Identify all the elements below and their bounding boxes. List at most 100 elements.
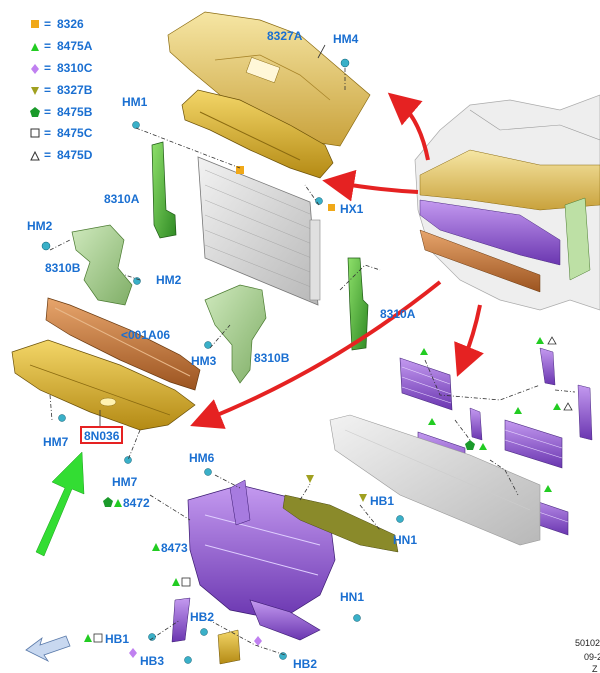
legend-row-8475b: = 8475B xyxy=(30,105,93,119)
clip-icon xyxy=(41,241,51,251)
legend-row-8310c: = 8310C xyxy=(31,61,93,75)
marker-8475c-icon xyxy=(93,633,103,643)
marker-8326-icon xyxy=(328,204,335,211)
legend-code: 8475D xyxy=(57,148,93,162)
shutter-mid-right xyxy=(504,419,563,469)
green-arrow-icon xyxy=(35,451,85,557)
lower-shield-8n036 xyxy=(11,339,196,431)
right-side-seal-8310a xyxy=(347,257,369,351)
label-hm4: HM4 xyxy=(333,32,359,46)
label-hb2-lower: HB2 xyxy=(293,657,317,671)
label-hx1: HX1 xyxy=(340,202,364,216)
label-hm7-left: HM7 xyxy=(43,435,69,449)
label-hm2-mid: HM2 xyxy=(156,273,182,287)
reference-line-3: Z xyxy=(592,664,598,673)
red-callout-arrows xyxy=(190,92,484,429)
arrow-to-shutters xyxy=(454,304,484,377)
label-8327a: 8327A xyxy=(267,29,303,43)
label-8n036: 8N036 xyxy=(84,429,120,443)
legend-row-8327b: = 8327B xyxy=(31,83,93,97)
green-pointer-arrow xyxy=(35,451,85,557)
clip-icon xyxy=(200,628,208,636)
label-hm7-mid: HM7 xyxy=(112,475,138,489)
shutter-upper-left xyxy=(399,357,453,411)
shutter-bracket-right xyxy=(577,384,593,441)
legend: = 8326 = 8475A = 8310C = 8327B = 8475B =… xyxy=(30,17,93,162)
label-8473: 8473 xyxy=(161,541,188,555)
illustration-reference: 50102 09-2 Z xyxy=(575,638,600,673)
highlight-box xyxy=(80,426,123,444)
shutter-bracket-upper xyxy=(539,347,556,386)
marker-8310c-icon xyxy=(129,648,137,658)
legend-pentagon-icon xyxy=(30,107,40,117)
small-gold-bracket xyxy=(217,629,241,665)
marker-8475a-icon xyxy=(114,499,122,507)
marker-8475b-icon xyxy=(103,497,113,507)
legend-row-8475a: = 8475A xyxy=(31,39,93,53)
legend-separator: = xyxy=(44,61,51,75)
legend-separator: = xyxy=(44,39,51,53)
label-hm2-left: HM2 xyxy=(27,219,53,233)
legend-triangle-open-icon xyxy=(30,150,40,161)
legend-square-filled-icon xyxy=(31,20,39,28)
legend-code: 8475B xyxy=(57,105,93,119)
marker-8326-icon xyxy=(236,166,244,174)
label-hb1-left: HB1 xyxy=(105,632,129,646)
label-8472: 8472 xyxy=(123,496,150,510)
legend-separator: = xyxy=(44,148,51,162)
label-hb3: HB3 xyxy=(140,654,164,668)
clip-icon xyxy=(133,277,141,285)
shutter-actuator xyxy=(469,407,483,441)
legend-triangle-down-icon xyxy=(31,87,39,95)
marker-8327b-icon xyxy=(359,494,367,502)
label-hb2-upper: HB2 xyxy=(190,610,214,624)
energy-absorber-001a06 xyxy=(45,297,201,391)
reference-line-1: 50102 xyxy=(575,638,600,648)
clip-icon xyxy=(132,121,140,129)
left-side-seal-8310a xyxy=(151,141,177,239)
clip-icon xyxy=(204,468,212,476)
front-direction-arrow-icon xyxy=(25,635,71,663)
radiator-core xyxy=(197,156,321,306)
label-8310b-left: 8310B xyxy=(45,261,81,275)
label-8310a-right: 8310A xyxy=(380,307,416,321)
marker-8475a-icon xyxy=(152,543,160,551)
legend-separator: = xyxy=(44,126,51,140)
legend-code: 8326 xyxy=(57,17,84,31)
label-001a06: <001A06 xyxy=(121,328,170,342)
vehicle-front-end-overview xyxy=(414,94,600,311)
marker-8475a-icon xyxy=(84,634,92,642)
clip-icon xyxy=(148,633,156,641)
legend-separator: = xyxy=(44,105,51,119)
legend-row-8475d: = 8475D xyxy=(30,148,93,162)
legend-separator: = xyxy=(44,83,51,97)
legend-square-open-icon xyxy=(30,128,40,138)
fasteners xyxy=(41,58,404,664)
clip-icon xyxy=(58,414,66,422)
reference-line-2: 09-2 xyxy=(584,652,600,662)
front-direction-indicator xyxy=(25,635,71,663)
legend-code: 8475A xyxy=(57,39,93,53)
arrow-to-radiator xyxy=(322,169,419,202)
legend-code: 8310C xyxy=(57,61,93,75)
label-hm6: HM6 xyxy=(189,451,215,465)
active-grille-shutter-parts xyxy=(329,336,593,546)
part-labels: 8327A HM4 HM1 HX1 8310A HM2 8310B HM2 <0… xyxy=(27,29,417,671)
label-hn1-lower: HN1 xyxy=(340,590,364,604)
clip-icon xyxy=(340,58,350,68)
clip-icon xyxy=(204,341,212,349)
legend-diamond-icon xyxy=(31,64,39,74)
label-hm3: HM3 xyxy=(191,354,217,368)
legend-row-8475c: = 8475C xyxy=(30,126,93,140)
label-hm1: HM1 xyxy=(122,95,148,109)
marker-8475c-icon xyxy=(181,577,191,587)
legend-separator: = xyxy=(44,17,51,31)
clip-icon xyxy=(124,456,132,464)
label-8310a-left: 8310A xyxy=(104,192,140,206)
marker-8475a-icon xyxy=(172,578,180,586)
bumper-beam-outline xyxy=(329,414,541,546)
right-bracket-8310b xyxy=(204,284,267,384)
clip-icon xyxy=(396,515,404,523)
lower-deflector-strip xyxy=(282,494,399,553)
